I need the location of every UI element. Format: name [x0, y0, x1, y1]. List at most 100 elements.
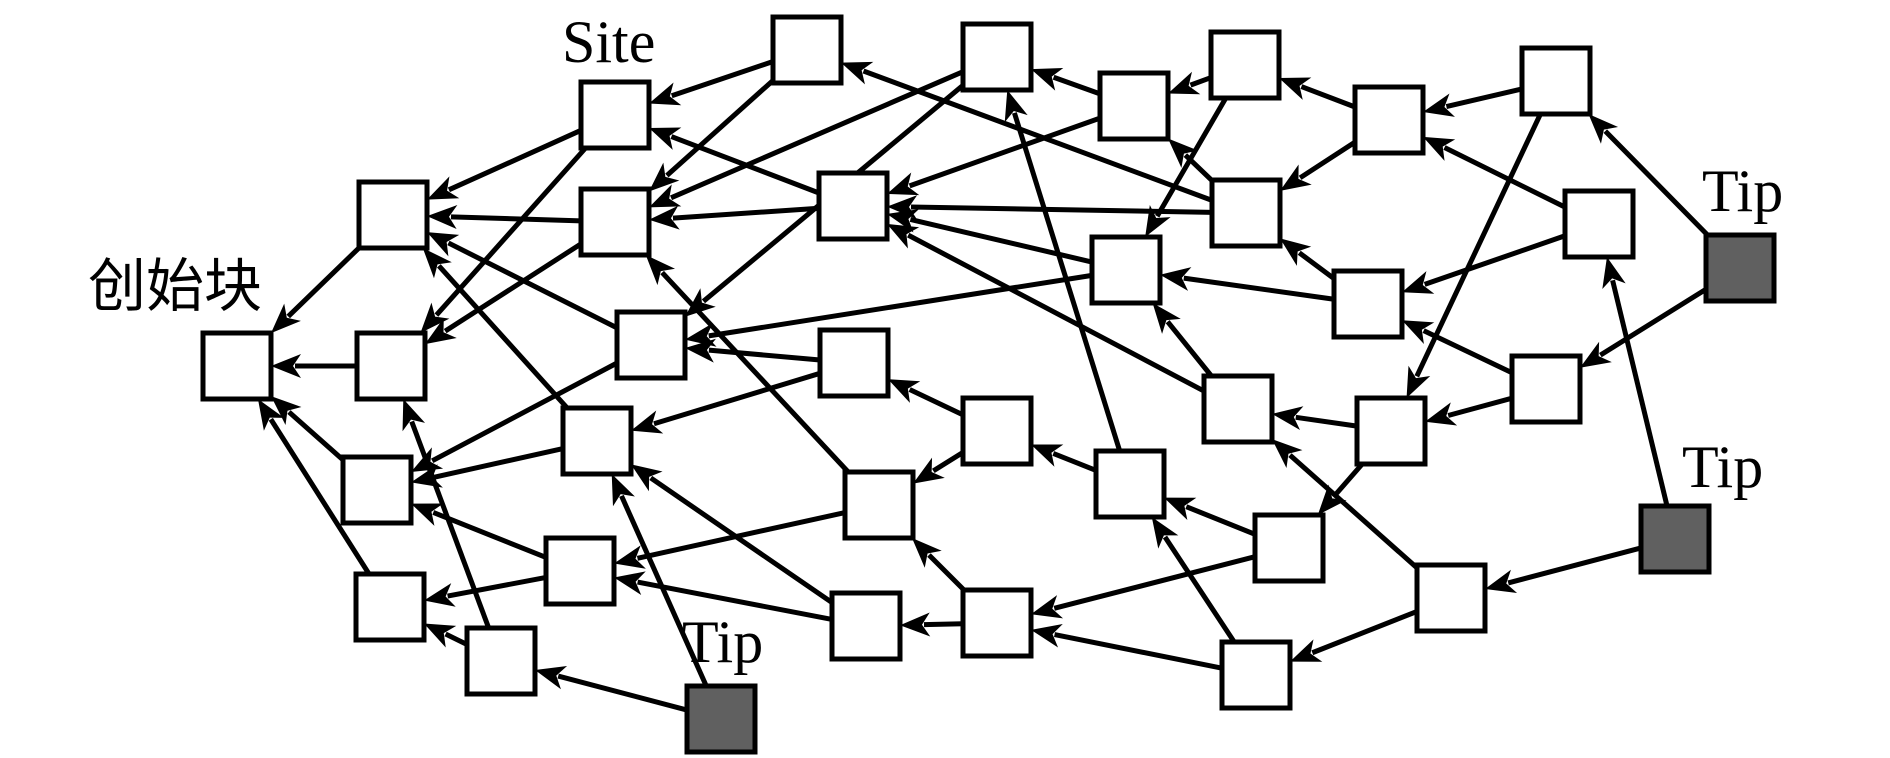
arrow-head-icon: [649, 184, 682, 208]
edge-T1-to-H: [619, 494, 709, 688]
site-block: [1352, 84, 1426, 156]
edge-T1-to-E: [557, 673, 688, 713]
edge-J-to-F: [665, 78, 775, 178]
arrow-head-icon: [1279, 77, 1312, 100]
edge-R-to-O: [1052, 74, 1101, 97]
edge-Y-to-Q: [1054, 632, 1223, 671]
tip-label-2: Tip: [1702, 158, 1783, 224]
site-block: [960, 395, 1034, 467]
arrow-head-icon: [888, 379, 921, 403]
edge-D-to-genesis: [268, 417, 372, 576]
arrow-head-icon: [1317, 484, 1347, 515]
edge-F-to-A: [450, 214, 582, 224]
edge-AB-to-W: [1295, 414, 1358, 429]
arrow-head-icon: [424, 583, 456, 607]
edge-T-to-O: [1012, 112, 1123, 452]
edge-R-to-K: [908, 115, 1101, 189]
arrow-head-icon: [1602, 257, 1626, 289]
arrow-head-icon: [411, 503, 444, 526]
edge-I-to-D: [447, 574, 547, 599]
arrow-head-icon: [535, 666, 568, 690]
arrow-head-icon: [649, 205, 680, 230]
edge-E-to-D: [444, 631, 469, 647]
arrow-head-icon: [424, 623, 457, 648]
edge-S0-to-A: [447, 128, 583, 193]
arrow-head-icon: [271, 303, 301, 334]
edge-T3-to-AC: [1507, 545, 1642, 586]
site-block: [1331, 268, 1405, 340]
arrow-head-icon: [900, 612, 931, 637]
arrow-head-icon: [420, 302, 450, 333]
arrow-head-icon: [1031, 623, 1063, 648]
site-label: Site: [562, 9, 655, 75]
edge-AC-to-Y: [1311, 609, 1418, 656]
site-block: [1354, 395, 1428, 467]
edge-T2-to-AD: [1603, 129, 1710, 237]
site-block: [464, 625, 538, 697]
arrow-head-icon: [411, 447, 444, 473]
edge-T3-to-AE: [1610, 279, 1670, 507]
edge-W-to-K: [907, 232, 1206, 394]
arrow-head-icon: [614, 545, 646, 569]
site-block: [1252, 512, 1326, 584]
site-block: [1089, 234, 1163, 306]
arrow-head-icon: [402, 399, 426, 432]
edge-I-to-C: [432, 510, 547, 560]
edge-AE-to-AA: [1423, 233, 1566, 287]
site-block: [560, 405, 634, 477]
site-block: [353, 571, 427, 643]
edge-T-to-P: [1052, 451, 1097, 473]
arrow-head-icon: [649, 127, 682, 150]
site-block: [960, 587, 1034, 659]
edge-AC-to-W: [1288, 453, 1419, 570]
site-block: [817, 327, 891, 399]
edge-L-to-H: [653, 370, 821, 427]
arrow-head-icon: [411, 464, 443, 488]
arrow-head-icon: [1272, 406, 1304, 431]
site-block: [1509, 353, 1583, 425]
site-block: [829, 590, 903, 662]
edge-AA-to-V: [1297, 250, 1336, 281]
edge-AB-to-X: [1331, 462, 1365, 499]
site-block: [1209, 177, 1283, 249]
tip-label-1: Tip: [682, 609, 763, 675]
arrow-head-icon: [611, 474, 635, 507]
arrow-head-icon: [271, 354, 301, 378]
arrow-head-icon: [645, 255, 676, 286]
arrow-head-icon: [631, 464, 663, 492]
arrow-head-icon: [887, 223, 920, 249]
edge-AF-to-AB: [1447, 395, 1513, 418]
edge-Z-to-U: [1300, 84, 1356, 110]
genesis-label: 创始块: [88, 252, 262, 320]
genesis-block: [200, 330, 274, 402]
edge-A-to-genesis: [286, 246, 361, 319]
arrow-head-icon: [1290, 639, 1323, 662]
site-block: [1414, 562, 1488, 634]
tip-block: [1703, 232, 1777, 304]
arrow-head-icon: [1164, 497, 1197, 521]
site-block: [578, 79, 652, 151]
arrow-head-icon: [685, 288, 716, 317]
nodes: [200, 14, 1777, 755]
arrow-head-icon: [1280, 164, 1312, 191]
arrow-head-icon: [1160, 267, 1192, 291]
arrow-head-icon: [1280, 238, 1312, 266]
edge-G-to-C: [431, 360, 619, 463]
site-block: [816, 170, 890, 242]
site-block: [842, 469, 916, 541]
arrow-head-icon: [1272, 439, 1303, 469]
site-block: [1208, 29, 1282, 101]
arrow-head-icon: [1004, 90, 1028, 123]
arrow-head-icon: [1425, 402, 1458, 426]
edge-M-to-I: [636, 510, 846, 561]
site-block: [340, 454, 414, 526]
site-block: [1519, 45, 1593, 117]
tip-block: [1638, 503, 1712, 575]
arrow-head-icon: [1485, 569, 1518, 594]
edge-AF-to-AA: [1422, 328, 1514, 376]
edge-U-to-S: [1155, 96, 1229, 218]
arrow-head-icon: [1031, 444, 1064, 467]
edge-Q-to-N: [923, 621, 964, 628]
arrow-head-icon: [1402, 320, 1435, 344]
edge-AA-to-S: [1183, 275, 1335, 302]
